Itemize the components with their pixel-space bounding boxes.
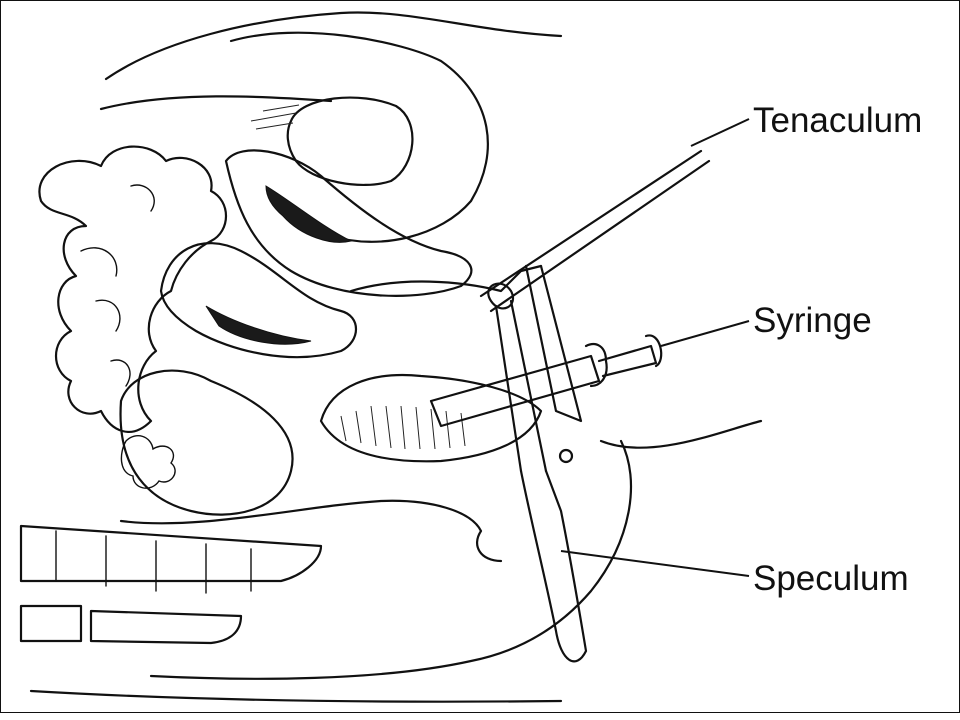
- tenaculum-label: Tenaculum: [753, 101, 923, 140]
- speculum-blade-upper: [494, 299, 548, 473]
- speculum-lever: [524, 264, 583, 423]
- uterus-fold-lower: [159, 242, 357, 359]
- thigh-contour: [599, 419, 763, 449]
- vaginal-shading: [340, 405, 466, 450]
- speculum-screw: [558, 448, 574, 464]
- syringe-leader-line: [660, 320, 750, 347]
- syringe-plunger: [584, 343, 658, 388]
- intestine-detail: [80, 184, 155, 387]
- tenaculum-shaft: [479, 149, 711, 313]
- bladder-shading: [250, 104, 300, 130]
- tenaculum-jaw: [349, 264, 543, 293]
- abdominal-wall-outline: [104, 11, 563, 81]
- base-contour: [29, 689, 563, 703]
- rectum-cluster: [120, 435, 176, 489]
- speculum-hinge: [487, 282, 514, 310]
- bladder-outer: [229, 31, 489, 243]
- uterus-fold-upper: [224, 149, 473, 297]
- coccyx: [19, 604, 243, 645]
- speculum-label: Speculum: [753, 559, 909, 598]
- bladder: [286, 96, 414, 187]
- perineum-contour: [119, 499, 503, 563]
- syringe-label: Syringe: [753, 301, 872, 340]
- uterine-cavity-upper: [265, 185, 353, 243]
- syringe-barrel: [429, 354, 601, 428]
- upper-contour: [99, 95, 333, 111]
- sacrum: [19, 524, 323, 583]
- tenaculum-leader-line: [690, 118, 750, 147]
- rectum: [119, 369, 294, 516]
- buttock-contour: [149, 439, 633, 680]
- vaginal-canal: [319, 374, 543, 463]
- intestine-loops: [38, 145, 227, 433]
- speculum-handle: [519, 469, 588, 663]
- vertebrae: [55, 530, 252, 594]
- speculum-leader-line: [560, 550, 750, 577]
- syringe-flange: [644, 334, 663, 368]
- uterine-cavity-lower: [205, 305, 312, 345]
